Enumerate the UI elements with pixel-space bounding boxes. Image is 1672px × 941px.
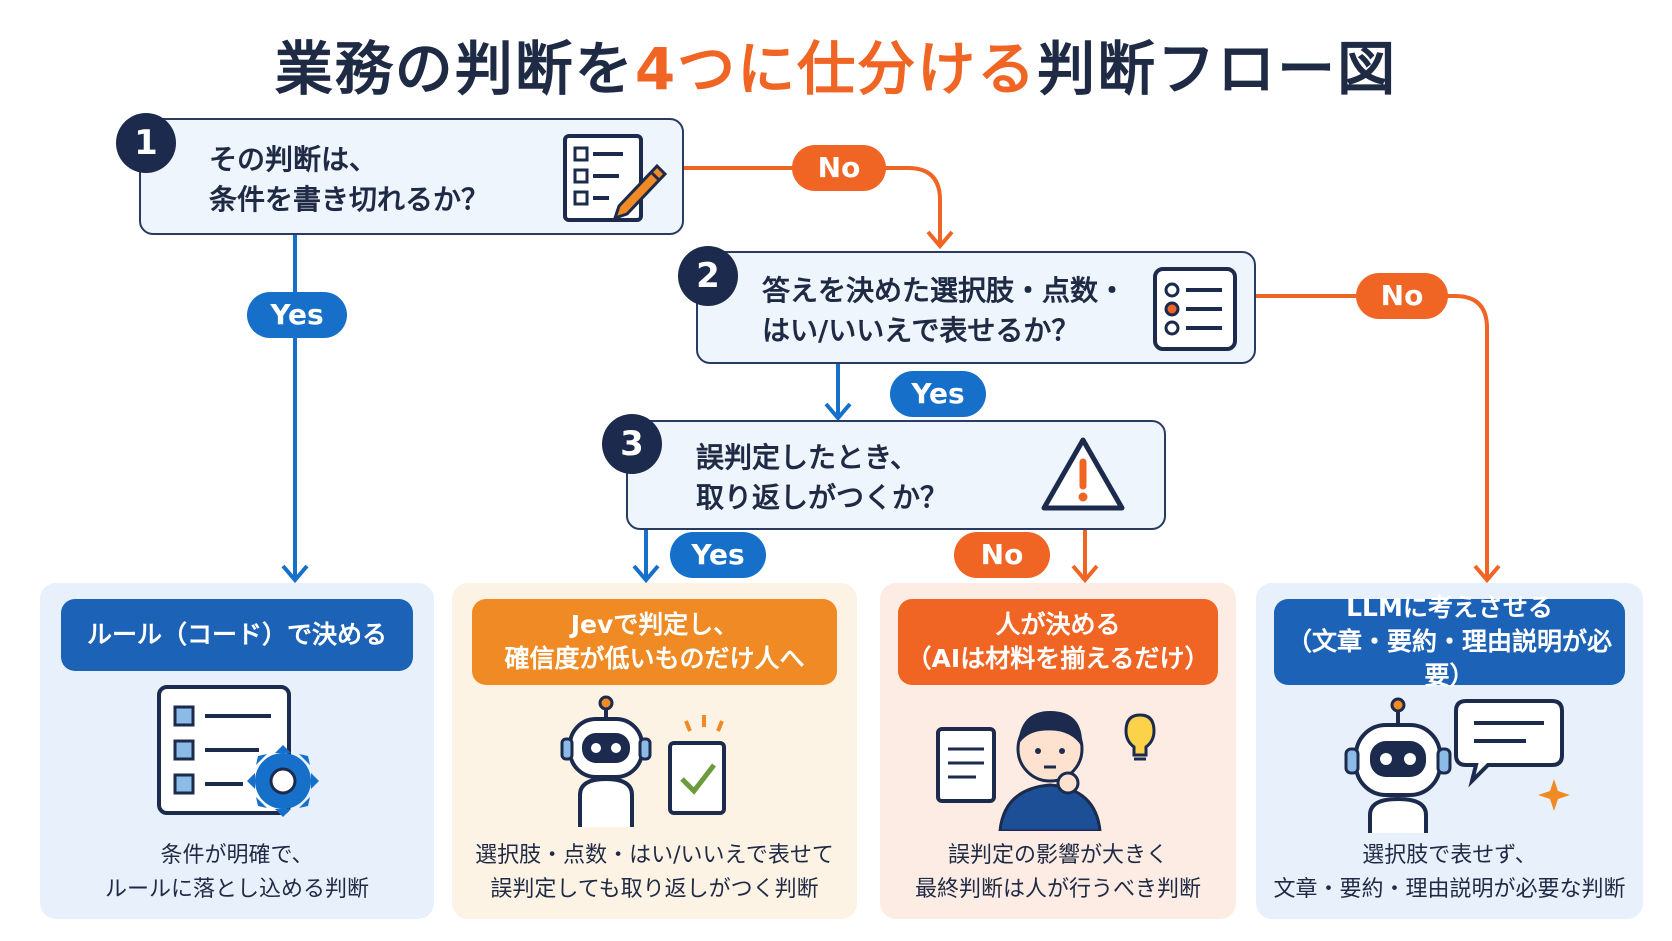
- q3-yes-pill: Yes: [670, 532, 766, 578]
- question-3-line1: 誤判定したとき、: [696, 441, 919, 474]
- result-llm-title-line1: LLMに考えさせる: [1346, 593, 1553, 622]
- q3-yes-arrowhead: [632, 564, 660, 584]
- title-part1: 業務の判断を: [274, 35, 635, 103]
- result-jev-card: Jevで判定し、 確信度が低いものだけ人へ 選択肢・点数・はい/いいえで表せて …: [452, 583, 857, 919]
- q1-yes-arrowhead: [281, 564, 309, 584]
- result-jev-desc: 選択肢・点数・はい/いいえで表せて 誤判定しても取り返しがつく判断: [452, 839, 857, 907]
- result-llm-desc-line1: 選択肢で表せず、: [1362, 843, 1537, 868]
- question-2-line1: 答えを決めた選択肢・点数・: [762, 274, 1127, 307]
- result-llm-header: LLMに考えさせる （文章・要約・理由説明が必要）: [1274, 593, 1625, 690]
- question-2-text: 答えを決めた選択肢・点数・ はい/いいえで表せるか？: [762, 271, 1126, 351]
- result-human-header: 人が決める （AIは材料を揃えるだけ）: [898, 599, 1218, 685]
- warning-icon: [1041, 437, 1125, 511]
- q2-yes-arrowhead: [824, 402, 852, 422]
- q3-no-arrowhead: [1071, 564, 1099, 584]
- question-1-text: その判断は、 条件を書き切れるか？: [209, 140, 489, 220]
- q1-no-line: [684, 166, 942, 244]
- question-2-box: 答えを決めた選択肢・点数・ はい/いいえで表せるか？: [696, 251, 1256, 364]
- result-llm-card: LLMに考えさせる （文章・要約・理由説明が必要） 選択肢で表せず、 文章・要約…: [1256, 583, 1643, 919]
- question-1-box: その判断は、 条件を書き切れるか？: [139, 118, 684, 235]
- question-2-number: 2: [678, 246, 738, 306]
- q2-no-line: [1256, 294, 1489, 578]
- q2-no-pill: No: [1356, 273, 1448, 319]
- result-rules-header: ルール（コード）で決める: [61, 599, 413, 671]
- result-rules-desc: 条件が明確で、 ルールに落とし込める判断: [40, 839, 434, 907]
- title-accent: 4つに仕分ける: [634, 35, 1038, 103]
- result-human-desc: 誤判定の影響が大きく 最終判断は人が行うべき判断: [880, 839, 1236, 907]
- result-human-title-line2: （AIは材料を揃えるだけ）: [906, 644, 1210, 673]
- question-1-number: 1: [116, 113, 176, 173]
- question-3-line2: 取り返しがつくか？: [696, 481, 949, 514]
- options-list-icon: [1153, 267, 1237, 351]
- title-part2: 判断フロー図: [1037, 35, 1398, 103]
- result-rules-desc-line2: ルールに落とし込める判断: [104, 877, 369, 902]
- result-llm-desc: 選択肢で表せず、 文章・要約・理由説明が必要な判断: [1256, 839, 1643, 907]
- question-3-box: 誤判定したとき、 取り返しがつくか？: [626, 420, 1166, 530]
- q2-no-arrowhead: [1473, 564, 1501, 584]
- robot-speech-icon: [1344, 697, 1570, 833]
- person-thinking-icon: [936, 711, 1156, 831]
- result-human-title-line1: 人が決める: [995, 610, 1121, 639]
- question-2-line2: はい/いいえで表せるか？: [762, 314, 1080, 347]
- result-jev-title-line1: Jevで判定し、: [570, 610, 739, 639]
- q1-no-arrowhead: [926, 230, 954, 250]
- result-jev-desc-line2: 誤判定しても取り返しがつく判断: [490, 877, 819, 902]
- result-llm-title-line2: （文章・要約・理由説明が必要）: [1286, 627, 1612, 690]
- result-rules-desc-line1: 条件が明確で、: [160, 843, 314, 868]
- question-1-line2: 条件を書き切れるか？: [209, 183, 490, 216]
- checklist-pencil-icon: [563, 134, 668, 222]
- q1-no-pill: No: [792, 145, 886, 191]
- result-rules-card: ルール（コード）で決める 条件が明確で、 ルールに落とし込める判断: [40, 583, 434, 919]
- page-title: 業務の判断を4つに仕分ける判断フロー図: [0, 22, 1672, 106]
- robot-check-icon: [560, 695, 726, 827]
- result-jev-title-line2: 確信度が低いものだけ人へ: [504, 644, 805, 673]
- q3-no-pill: No: [954, 532, 1050, 578]
- result-jev-desc-line1: 選択肢・点数・はい/いいえで表せて: [475, 843, 834, 868]
- result-llm-desc-line2: 文章・要約・理由説明が必要な判断: [1273, 877, 1626, 902]
- question-3-number: 3: [602, 414, 662, 474]
- result-rules-title: ルール（コード）で決める: [86, 620, 387, 649]
- q1-yes-pill: Yes: [247, 292, 347, 338]
- result-human-desc-line1: 誤判定の影響が大きく: [947, 843, 1168, 868]
- result-human-desc-line2: 最終判断は人が行うべき判断: [914, 877, 1201, 902]
- question-1-line1: その判断は、: [209, 143, 378, 176]
- result-jev-header: Jevで判定し、 確信度が低いものだけ人へ: [472, 599, 837, 685]
- question-3-text: 誤判定したとき、 取り返しがつくか？: [696, 438, 948, 518]
- result-human-card: 人が決める （AIは材料を揃えるだけ） 誤判定の影響が大きく 最終判断は人が行う…: [880, 583, 1236, 919]
- rules-gear-icon: [157, 685, 319, 817]
- q2-yes-pill: Yes: [890, 371, 986, 417]
